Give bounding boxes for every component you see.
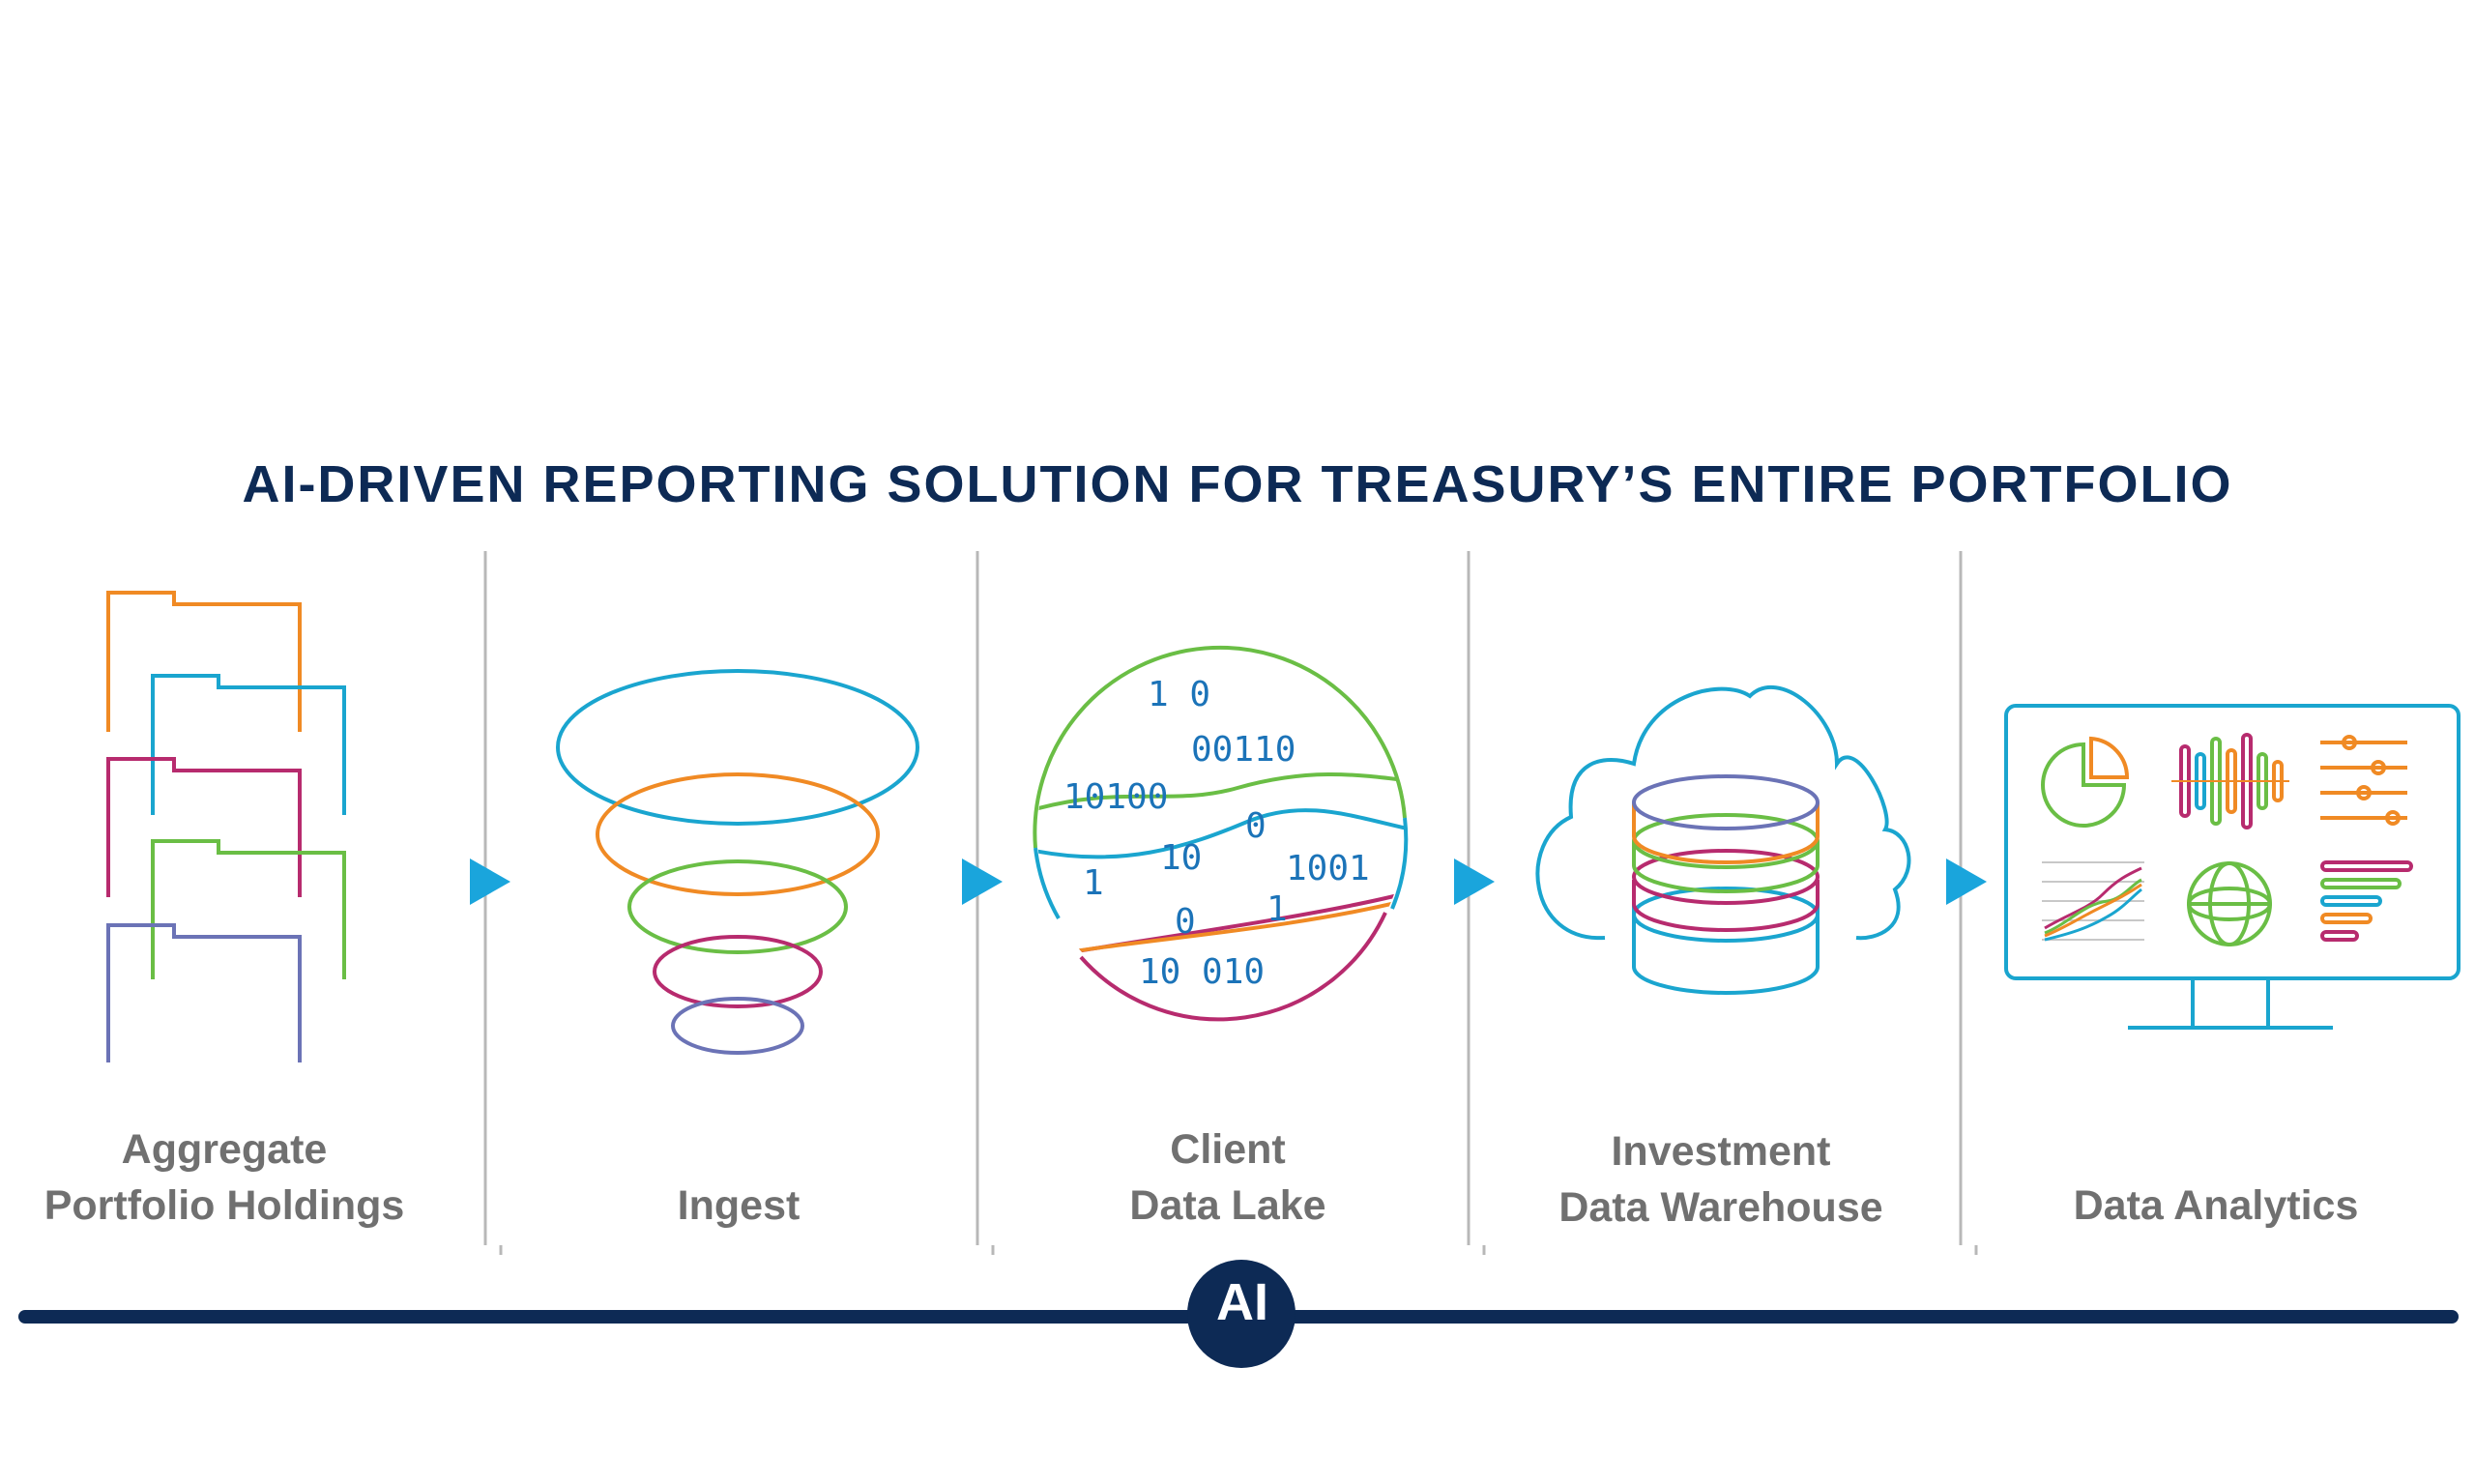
step-label-line1: Investment (1611, 1128, 1831, 1175)
step-label-analytics: Data Analytics (1945, 1178, 2475, 1234)
ai-timeline (18, 1260, 2459, 1368)
binary-text: 1 (1267, 889, 1288, 929)
diagram-title: AI-DRIVEN REPORTING SOLUTION FOR TREASUR… (242, 455, 2233, 513)
binary-text: 0 (1175, 902, 1196, 942)
ai-badge (1187, 1260, 1296, 1368)
binary-text: 1 (1083, 863, 1104, 903)
step-label-line1: Aggregate (121, 1126, 328, 1173)
binary-text: 10 (1160, 838, 1203, 878)
binary-text: 10 010 (1139, 952, 1266, 992)
step-label-line1: Client (1170, 1126, 1286, 1173)
step-label-line2: Data Lake (1129, 1182, 1326, 1229)
arrow-icon (470, 858, 510, 905)
step-label-line2: Data Analytics (2073, 1182, 2359, 1229)
monitor-analytics-icon (2004, 704, 2460, 1030)
binary-text: 10100 (1063, 777, 1169, 817)
arrow-icon (1454, 858, 1495, 905)
column-dividers (483, 551, 1978, 1255)
step-label-aggregate: Aggregate Portfolio Holdings (0, 1121, 495, 1234)
arrow-icon (1946, 858, 1987, 905)
binary-text: 0 (1245, 806, 1267, 846)
ai-badge-label: AI (1216, 1273, 1268, 1331)
step-label-data-warehouse: Investment Data Warehouse (1450, 1123, 1992, 1236)
step-label-line2: Ingest (677, 1182, 801, 1229)
funnel-icon (556, 669, 919, 1055)
step-label-line2: Portfolio Holdings (44, 1182, 405, 1229)
binary-text: 00110 (1191, 730, 1296, 770)
folders-icon (106, 591, 346, 1062)
step-label-data-lake: Client Data Lake (957, 1121, 1499, 1234)
flow-arrows (470, 858, 1987, 905)
binary-text: 1 0 (1148, 675, 1211, 714)
data-lake-icon (1033, 645, 1409, 1022)
arrow-icon (962, 858, 1003, 905)
step-label-ingest: Ingest (468, 1178, 1009, 1234)
cloud-database-icon (1535, 684, 1911, 995)
step-label-line2: Data Warehouse (1558, 1184, 1883, 1231)
binary-text: 1001 (1286, 849, 1370, 888)
